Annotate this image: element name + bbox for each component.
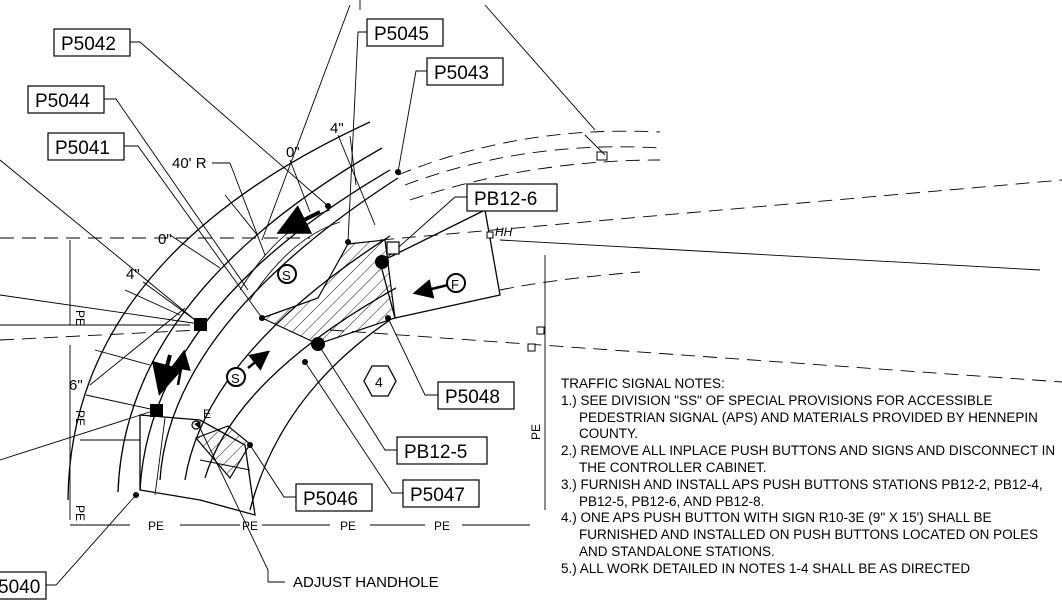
callout-p5043: P5043 [397,57,504,173]
callout-p5048: P5048 [387,317,515,410]
s-marker [277,264,297,284]
svg-text:4: 4 [375,374,383,390]
callout-pb12-5: PB12-5 [317,343,488,465]
svg-text:PB12-6: PB12-6 [474,189,537,210]
svg-text:P5042: P5042 [61,34,116,55]
svg-text:HH: HH [495,225,513,239]
callout-pb12-6: PB12-6 [381,183,558,263]
push-button-marker [375,255,389,269]
svg-text:P5047: P5047 [410,485,465,506]
svg-text:P5044: P5044 [35,91,90,112]
s-marker [226,367,246,387]
note-item: 5.) ALL WORK DETAILED IN NOTES 1-4 SHALL… [561,560,971,576]
svg-text:E: E [203,407,211,421]
junction-box-icon [527,343,536,352]
svg-text:S: S [282,268,291,283]
push-button-marker [194,318,207,331]
adjust-handhole-label: ADJUST HANDHOLE [293,574,439,591]
pe-lines: PE PE PE PE PE PE PE PE [69,240,546,533]
callout-p5045: P5045 [347,18,444,243]
dim-0-top: 0" [286,144,300,161]
hexagon-note-marker: 4 [363,365,397,397]
svg-text:5040: 5040 [0,577,40,598]
circle-markers: S S F [226,264,466,387]
svg-text:P5045: P5045 [374,24,429,45]
handhole-icon [596,151,608,161]
road-lines [0,130,1062,383]
svg-text:P5048: P5048 [445,387,500,408]
sight-lines [261,0,596,241]
junction-box-icon [536,326,545,335]
hatched-areas [194,239,396,480]
adjust-handhole-leader: ADJUST HANDHOLE [194,420,439,591]
f-marker [446,273,466,293]
svg-text:PE: PE [529,424,543,440]
handhole-icon [486,231,494,239]
svg-text:PE: PE [340,519,356,533]
traffic-signal-notes: TRAFFIC SIGNAL NOTES: 1.) SEE DIVISION "… [561,376,1062,578]
dim-0-left: 0" [158,231,172,248]
radius-label: 40' R [172,155,207,172]
note-item: 4.) ONE APS PUSH BUTTON WITH SIGN R10-3E… [561,510,1039,559]
callout-p5041: P5041 [47,132,263,319]
callout-p5044: P5044 [27,85,249,291]
svg-text:P5046: P5046 [303,489,358,510]
push-button-marker [311,337,325,351]
svg-text:F: F [451,277,459,292]
note-item: 1.) SEE DIVISION "SS" OF SPECIAL PROVISI… [561,392,1038,442]
push-button-marker [150,404,163,417]
notes-title: TRAFFIC SIGNAL NOTES: [561,376,725,391]
push-buttons [133,169,401,498]
svg-text:PE: PE [434,519,450,533]
direction-arrows [151,205,449,396]
note-item: 3.) FURNISH AND INSTALL APS PUSH BUTTONS… [561,476,1043,509]
callout-p5046: P5046 [249,444,373,512]
callouts: P5042 P5045 P5043 P5044 P5041 PB12-6 [0,18,558,600]
svg-text:PE: PE [148,519,164,533]
callout-p5047: P5047 [304,361,480,508]
svg-text:P5043: P5043 [434,63,489,84]
dim-6: 6" [69,377,83,394]
svg-text:PE: PE [73,310,87,326]
svg-text:PB12-5: PB12-5 [404,442,467,463]
dim-4-left: 4" [126,266,140,283]
callout-p5042: P5042 [53,28,329,207]
note-item: 2.) REMOVE ALL INPLACE PUSH BUTTONS AND … [561,443,1056,475]
dim-4-top: 4" [330,120,344,137]
svg-text:PE: PE [242,519,258,533]
svg-text:S: S [231,371,240,386]
svg-text:PE: PE [73,410,87,426]
handhole-icon [386,241,400,255]
svg-text:P5041: P5041 [55,138,110,159]
handhole-icon [191,420,201,430]
svg-text:PE: PE [73,505,87,521]
callout-p5040: 5040 [0,494,137,600]
dimension-labels: 40' R 0" 4" 0" 4" 6" [69,120,376,411]
